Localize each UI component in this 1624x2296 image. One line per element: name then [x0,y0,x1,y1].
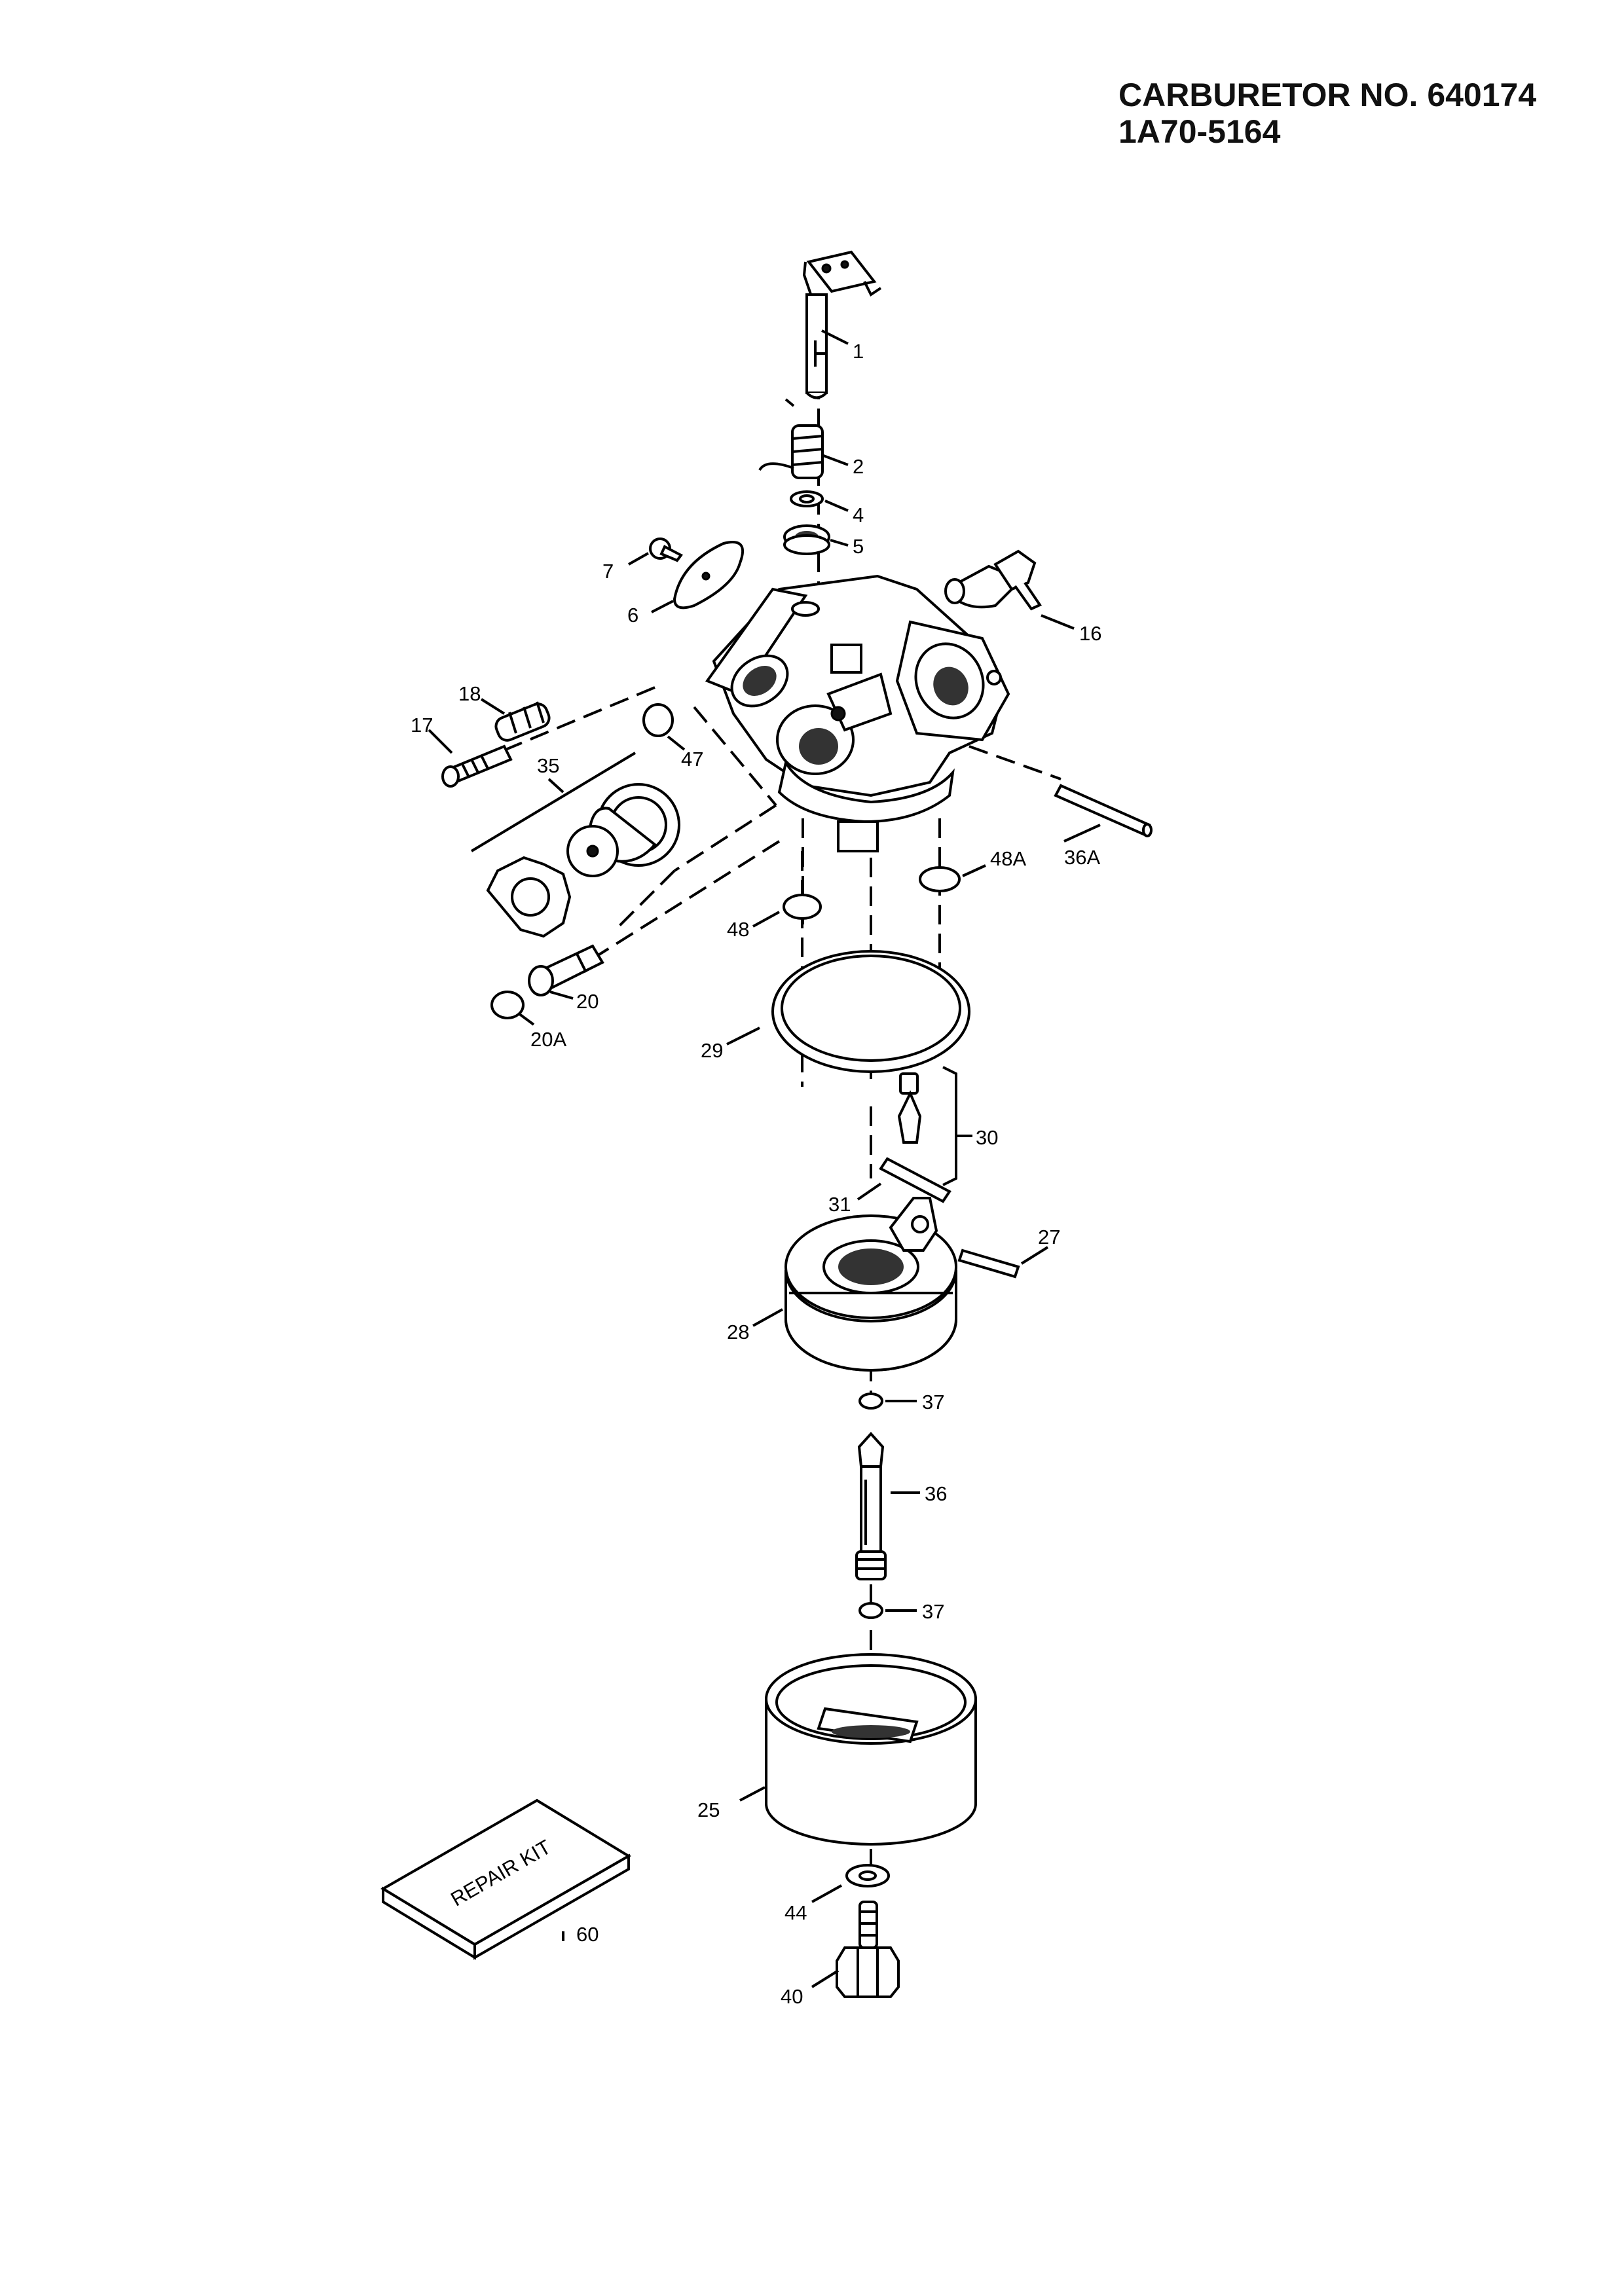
part-label-37-upper: 37 [922,1391,944,1413]
part-label-37-lower: 37 [922,1600,944,1623]
diagram-header: CARBURETOR NO. 640174 1A70-5164 [1118,79,1590,152]
part-label-6: 6 [627,604,638,627]
part-primer-cap [490,991,525,1019]
part-bowl-nut [836,1901,900,1998]
carburetor-number-title: CARBURETOR NO. 640174 [1118,77,1537,113]
part-label-7: 7 [602,560,614,583]
part-label-16: 16 [1079,622,1101,645]
part-label-31: 31 [828,1193,851,1216]
part-label-40: 40 [781,1985,803,2008]
part-label-1: 1 [853,340,864,363]
part-label-48: 48 [727,918,749,941]
part-welch-plug-48a [919,866,961,892]
part-label-27: 27 [1038,1226,1060,1248]
part-fuel-inlet-fitting [944,549,1042,611]
part-label-35: 35 [537,754,559,777]
part-label-29: 29 [701,1039,723,1062]
part-o-ring-47 [642,703,674,737]
part-label-30: 30 [976,1126,998,1149]
part-bowl-washer [845,1864,890,1887]
part-label-47: 47 [681,748,703,771]
part-label-4: 4 [853,503,864,526]
part-o-ring-37-upper [858,1393,883,1410]
part-label-44: 44 [784,1901,807,1924]
part-throttle-plate-screw [649,538,684,562]
part-label-36: 36 [925,1482,947,1505]
part-idle-mixture-screw [441,744,513,788]
part-label-20a: 20A [530,1028,566,1051]
part-label-20: 20 [576,990,599,1013]
part-repair-kit-box: REPAIR KIT [380,1798,631,1960]
part-welch-plug-48 [783,894,822,920]
part-label-36a: 36A [1064,846,1100,869]
part-idle-screw-spring [494,701,551,742]
part-float-pin [957,1248,1020,1279]
leader-lines [428,329,1101,1988]
part-throttle-spring [758,398,824,479]
part-label-5: 5 [853,535,864,558]
part-label-28: 28 [727,1321,749,1343]
part-primer-assembly [470,752,680,938]
part-main-jet [855,1432,887,1580]
carburetor-model-code: 1A70-5164 [1118,113,1281,150]
part-float-bowl [765,1653,977,1846]
part-bowl-gasket [771,950,970,1073]
part-throttle-plate [673,541,744,610]
part-float [784,1197,957,1372]
part-throttle-shaft [802,250,882,399]
part-label-25: 25 [697,1798,720,1821]
part-label-17: 17 [411,714,433,737]
part-labels: 1 2 4 5 7 6 16 18 17 47 35 36A 48A 48 20… [411,340,1101,2008]
part-label-2: 2 [853,455,864,478]
part-seal-5 [783,524,830,555]
part-carburetor-body [705,574,1010,852]
part-pin-36a [1054,784,1153,837]
part-o-ring-37-lower [858,1602,883,1619]
part-washer-4 [790,490,824,507]
part-inlet-needle [897,1066,957,1186]
part-label-48a: 48A [990,847,1026,870]
part-label-18: 18 [458,682,481,705]
part-float-clip [879,1157,951,1203]
part-primer-pin [528,944,604,996]
part-label-60: 60 [576,1923,599,1946]
